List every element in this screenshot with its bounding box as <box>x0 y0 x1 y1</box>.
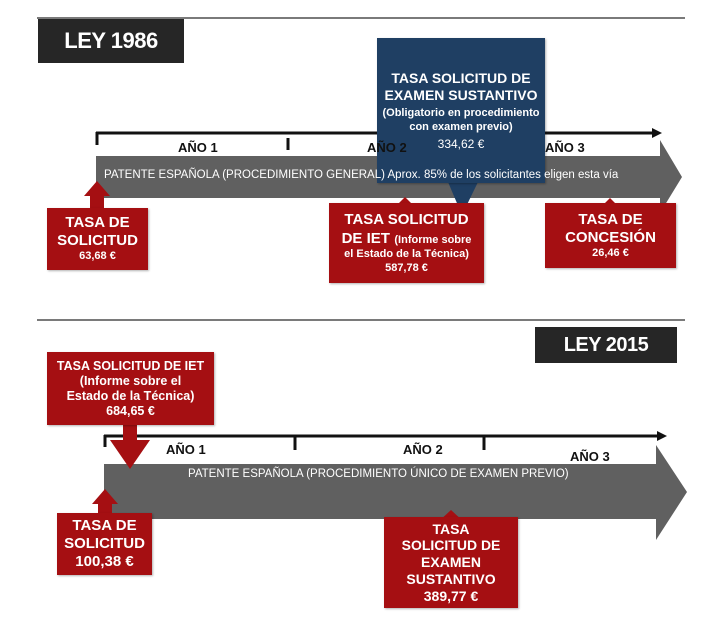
grant-fee-1986-box: TASA DE CONCESIÓN 26,46 € <box>545 203 676 268</box>
year-label: AÑO 2 <box>403 442 443 457</box>
application-fee-2015-box: TASA DE SOLICITUD 100,38 € <box>57 513 152 575</box>
process-label-1986: PATENTE ESPAÑOLA (PROCEDIMIENTO GENERAL)… <box>104 169 619 181</box>
exam-fee-1986-box: TASA SOLICITUD DE EXAMEN SUSTANTIVO (Obl… <box>377 38 545 183</box>
fee-amount: 100,38 € <box>75 553 134 570</box>
fee-note: el Estado de la Técnica) <box>344 248 469 261</box>
exam-fee-note: (Obligatorio en procedimiento <box>382 107 540 120</box>
year-label: AÑO 1 <box>178 140 218 155</box>
fee-title: SOLICITUD DE <box>401 537 501 554</box>
year-label: AÑO 1 <box>166 442 206 457</box>
fee-note: (Informe sobre el <box>79 373 182 388</box>
fee-title: TASA DE <box>578 210 643 228</box>
fee-title: TASA DE <box>72 517 137 534</box>
fee-amount: 389,77 € <box>423 587 479 604</box>
exam-fee-title: EXAMEN SUSTANTIVO <box>384 86 538 103</box>
iet-fee-2015-box: TASA SOLICITUD DE IET (Informe sobre el … <box>47 352 214 425</box>
section-divider <box>37 17 685 19</box>
fee-title: TASA SOLICITUD DE IET <box>56 358 205 373</box>
fee-title: CONCESIÓN <box>565 228 656 246</box>
fee-title: TASA DE <box>65 214 130 232</box>
fee-title: SOLICITUD <box>57 232 138 250</box>
law-1986-label: LEY 1986 <box>38 19 184 63</box>
iet-fee-1986-box: TASA SOLICITUD DE IET (Informe sobre el … <box>329 203 484 283</box>
fee-title: SUSTANTIVO <box>406 570 496 587</box>
fee-title: EXAMEN <box>421 554 481 571</box>
year-label: AÑO 3 <box>545 140 585 155</box>
process-arrow-2015 <box>104 445 687 540</box>
fee-title: DE IET <box>341 230 390 248</box>
application-fee-pointer <box>84 181 110 210</box>
fee-amount: 587,78 € <box>385 261 428 274</box>
section-divider <box>37 319 685 321</box>
exam-fee-note: con examen previo) <box>409 120 513 133</box>
year-label: AÑO 3 <box>570 449 610 464</box>
fee-amount: 684,65 € <box>106 403 155 418</box>
iet-fee-2015-pointer <box>110 425 150 469</box>
exam-fee-title: TASA SOLICITUD DE <box>391 69 531 86</box>
exam-fee-amount: 334,62 € <box>437 136 485 151</box>
fee-note: Estado de la Técnica) <box>66 388 195 403</box>
exam-fee-2015-box: TASA SOLICITUD DE EXAMEN SUSTANTIVO 389,… <box>384 517 518 608</box>
fee-title: TASA SOLICITUD <box>344 211 469 229</box>
application-fee-1986-box: TASA DE SOLICITUD 63,68 € <box>47 208 148 270</box>
timeline-arrowhead-2015 <box>657 431 667 441</box>
exam-fee-pointer <box>448 182 478 215</box>
fee-note: (Informe sobre <box>394 234 472 247</box>
year-label: AÑO 2 <box>367 140 407 155</box>
fee-amount: 63,68 € <box>79 250 116 263</box>
fee-title: TASA <box>432 520 470 537</box>
fee-title: SOLICITUD <box>64 535 145 552</box>
law-2015-label: LEY 2015 <box>535 327 677 363</box>
process-label-2015: PATENTE ESPAÑOLA (PROCEDIMIENTO ÚNICO DE… <box>188 468 569 480</box>
application-fee-2015-pointer <box>92 489 118 514</box>
timeline-arrowhead-1986 <box>652 128 662 138</box>
fee-amount: 26,46 € <box>592 246 629 259</box>
